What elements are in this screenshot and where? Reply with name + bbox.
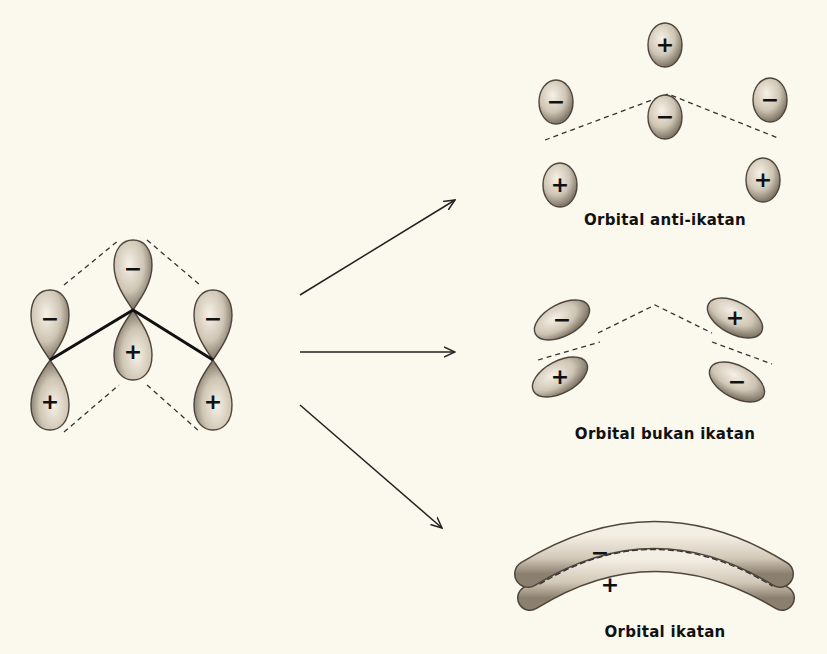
phase-sign: + <box>551 174 569 196</box>
orbital-caption: Orbital ikatan <box>604 623 725 641</box>
orbital-caption: Orbital bukan ikatan <box>575 425 755 443</box>
phase-sign: + <box>656 34 674 56</box>
phase-sign: + <box>754 169 772 191</box>
antibonding-orbital <box>539 23 787 207</box>
bonding-orbital <box>528 535 782 598</box>
phase-sign: + <box>726 307 744 329</box>
phase-sign: + <box>41 391 59 413</box>
phase-sign: − <box>656 106 674 128</box>
arrow <box>300 200 455 528</box>
phase-sign: − <box>124 258 142 280</box>
phase-sign: + <box>551 366 569 388</box>
phase-sign: − <box>204 308 222 330</box>
phase-sign: + <box>204 391 222 413</box>
phase-sign: − <box>553 309 571 331</box>
orbital-caption: Orbital anti-ikatan <box>584 211 746 229</box>
nonbonding-orbital <box>526 290 772 410</box>
phase-sign: − <box>547 91 565 113</box>
phase-sign: + <box>601 574 619 596</box>
phase-sign: − <box>41 308 59 330</box>
phase-sign: + <box>124 341 142 363</box>
p-orbitals <box>31 240 232 432</box>
phase-sign: − <box>591 542 609 564</box>
phase-sign: − <box>728 371 746 393</box>
phase-sign: − <box>761 89 779 111</box>
